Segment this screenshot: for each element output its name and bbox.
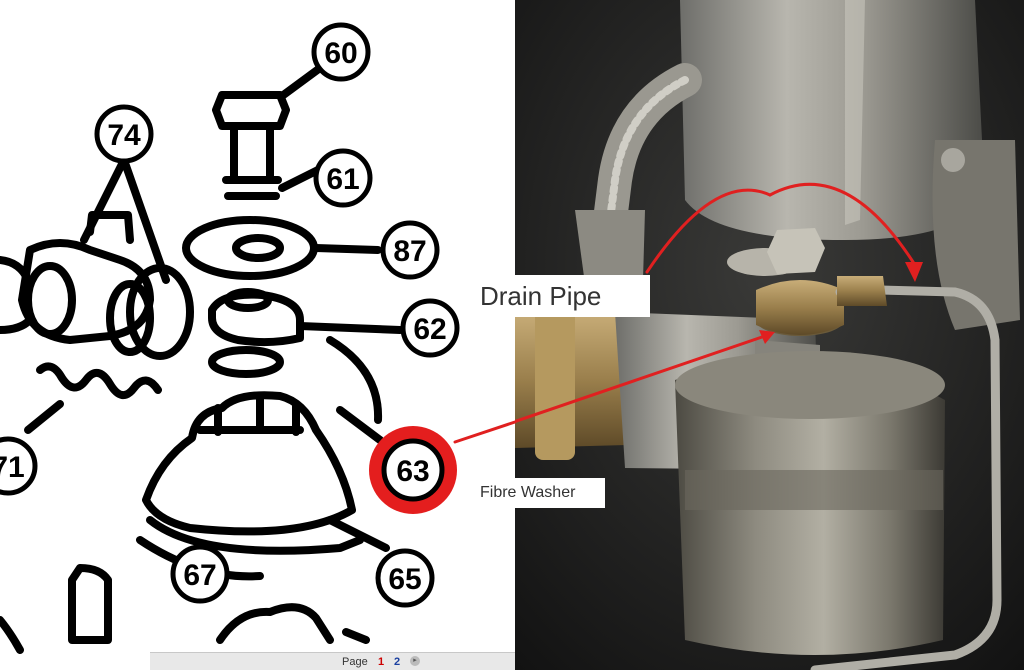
callout-circle-87: [380, 220, 440, 280]
callout-circle-60: [311, 22, 371, 82]
callout-circle-74: [94, 104, 154, 164]
page-navigator: Page 1 2 ▸: [150, 652, 515, 670]
arrowhead-washer: [759, 330, 775, 344]
callout-61: 61: [326, 163, 359, 196]
callout-71: 71: [0, 451, 25, 484]
page-label: Page: [342, 656, 368, 668]
arrowhead-drain: [905, 262, 923, 282]
callout-63: 63: [396, 455, 429, 488]
page-1-link[interactable]: 1: [378, 656, 385, 668]
callout-circle-63: [381, 438, 445, 502]
washer-87: [182, 216, 318, 280]
filter-photo: [515, 0, 1024, 670]
bolt-head: [212, 91, 290, 130]
callout-circle-65: [375, 548, 435, 608]
callout-62: 62: [413, 313, 446, 346]
filter-body: [142, 391, 356, 536]
next-page-icon[interactable]: ▸: [410, 656, 420, 666]
callout-74: 74: [107, 119, 141, 152]
callout-circle-67: [170, 544, 230, 604]
drain-pipe-label: Drain Pipe: [470, 275, 650, 317]
bolt-shank: [222, 124, 282, 200]
spring-71: [36, 362, 162, 399]
parts-diagram: 60 61 74 87 62 71 63 67 65 Page 1 2 ▸: [0, 22, 515, 670]
leader-60: [278, 64, 324, 100]
callout-circle-71: [0, 436, 38, 496]
arrow-fibre-washer: [515, 334, 767, 424]
fibre-washer-label: Fibre Washer: [470, 478, 605, 508]
callout-67: 67: [183, 559, 216, 592]
arrow-drain-right: [768, 182, 917, 267]
arrow-drain-left: [645, 188, 772, 274]
callout-65: 65: [388, 563, 421, 596]
page-2-link[interactable]: 2: [394, 656, 401, 668]
callout-circle-62: [400, 298, 460, 358]
callout-60: 60: [324, 37, 357, 70]
callout-87: 87: [393, 235, 426, 268]
parts-drawing: 60 61 74 87 62 71 63 67 65: [0, 22, 460, 654]
callout-circle-61: [313, 148, 373, 208]
filter-photo-drawing: [515, 0, 1024, 670]
